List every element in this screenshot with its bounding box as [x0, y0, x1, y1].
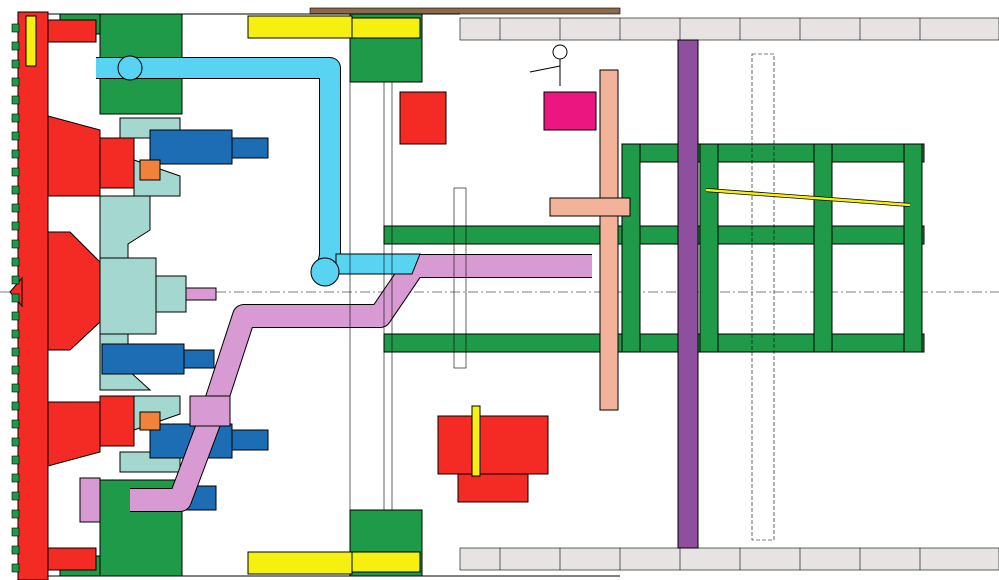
feed-valve — [310, 257, 340, 287]
cutter-tooth — [11, 239, 20, 249]
cutter-tooth — [11, 311, 20, 321]
cutter-tooth — [11, 77, 20, 87]
cutter-tooth — [11, 203, 20, 213]
post-2 — [699, 143, 719, 353]
front-cylinder — [25, 15, 37, 67]
cutter-tooth — [11, 23, 20, 33]
cylinder-bottom-head — [351, 551, 421, 573]
cutter-tooth — [11, 437, 20, 447]
motor-1 — [149, 129, 233, 165]
motor-mount-1 — [99, 137, 135, 189]
cutter-tooth — [11, 95, 20, 105]
cutter-tooth — [11, 257, 20, 267]
ghost-column — [751, 53, 775, 541]
motor-2 — [101, 343, 185, 375]
cutter-tooth — [11, 455, 20, 465]
cutter-tooth — [11, 527, 20, 537]
operator-cabin — [529, 44, 597, 131]
pump-unit-bottom — [437, 415, 549, 475]
erector-carriage — [549, 197, 631, 217]
cutter-tooth — [11, 401, 20, 411]
motor-3-end — [231, 429, 269, 451]
gear-3 — [139, 411, 161, 431]
beam-upper — [383, 225, 925, 245]
feed-pipe-branch — [335, 253, 421, 275]
slurry-elbow-flange — [189, 395, 231, 427]
cutter-tooth — [11, 167, 20, 177]
bearing-upper — [99, 195, 151, 267]
cutter-tooth — [11, 419, 20, 429]
cutter-tooth — [11, 131, 20, 141]
cutter-tooth — [11, 509, 20, 519]
cutter-tooth — [11, 545, 20, 555]
post-4 — [903, 143, 923, 353]
feed-inlet-valve — [117, 55, 143, 81]
cutter-tooth — [11, 185, 20, 195]
cutter-tooth — [11, 59, 20, 69]
backup-gantry — [383, 143, 925, 353]
spoke-3 — [47, 401, 101, 467]
cutter-tooth — [11, 473, 20, 483]
spoke-1 — [47, 115, 101, 197]
cylinder-top — [247, 15, 353, 39]
cutter-tooth — [11, 275, 20, 285]
pump-unit-top — [399, 91, 447, 145]
segment-bottom — [459, 547, 999, 571]
cutter-tooth — [11, 383, 20, 393]
bearing-core — [99, 257, 157, 335]
operator-head — [552, 44, 568, 60]
motor-mount-2 — [99, 395, 135, 447]
cutter-tooth — [11, 149, 20, 159]
cylinder-bottom — [247, 551, 353, 575]
segment-erector — [549, 69, 631, 411]
slurry-valve — [79, 477, 101, 523]
cutter-tooth — [11, 113, 20, 123]
cutter-tooth — [11, 491, 20, 501]
segment-top — [459, 17, 999, 41]
motor-2-end — [183, 349, 215, 369]
cutter-arm-top — [47, 19, 97, 43]
spoke-centre — [47, 231, 101, 351]
feed-pipe — [96, 55, 421, 287]
thrust-cylinders — [247, 15, 421, 575]
small-cylinder — [471, 405, 481, 477]
vertical-column — [677, 39, 699, 549]
cutter-tooth — [11, 293, 20, 303]
shield-skin-top — [309, 7, 621, 15]
tunnel-segments — [459, 17, 999, 571]
post-3 — [813, 143, 833, 353]
cutter-tooth — [11, 221, 20, 231]
cutter-tooth — [11, 41, 20, 51]
cutter-teeth — [11, 23, 20, 573]
cutterhead — [9, 11, 135, 580]
erector-arm — [599, 69, 619, 411]
cutter-tooth — [11, 347, 20, 357]
cutter-tooth — [11, 329, 20, 339]
yellow-stay — [705, 188, 911, 207]
cutter-tooth — [11, 365, 20, 375]
ghost-post — [453, 187, 467, 369]
cutter-arm-bottom — [47, 547, 97, 571]
cabin-box — [543, 91, 597, 131]
motor-1-end — [231, 137, 269, 159]
beam-lower — [383, 333, 925, 353]
cylinder-top-head — [351, 17, 421, 39]
shaft — [185, 287, 217, 301]
pump-base — [457, 473, 529, 503]
shield-frame — [59, 13, 423, 577]
bearing-flange — [155, 275, 187, 313]
cutter-tooth — [11, 563, 20, 573]
gear-1 — [139, 159, 161, 181]
beam-top — [621, 143, 925, 163]
post-1 — [621, 143, 641, 353]
